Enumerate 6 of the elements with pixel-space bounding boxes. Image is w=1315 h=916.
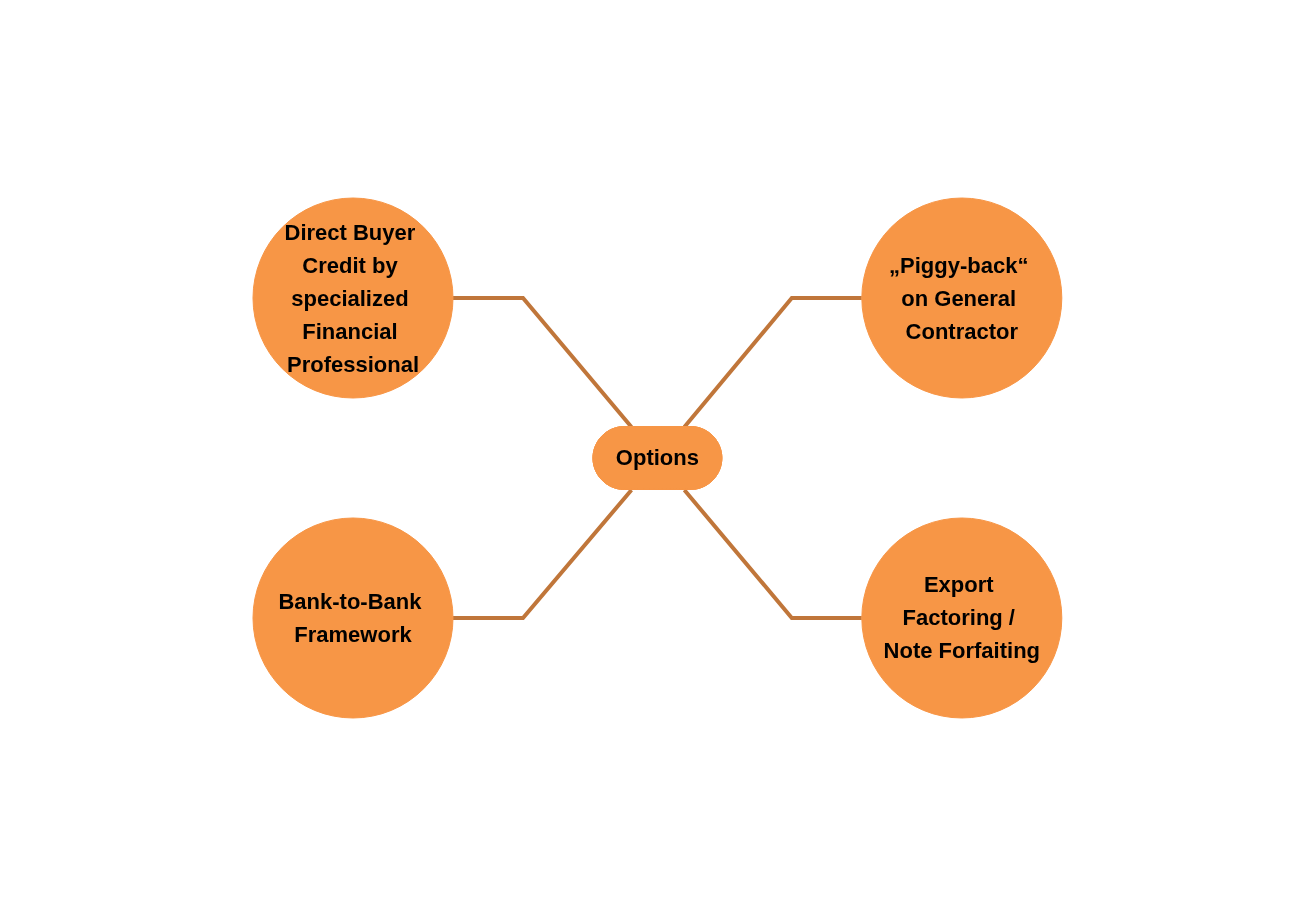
node-circle: Export Factoring / Note Forfaiting [861, 517, 1063, 719]
connector [682, 488, 862, 620]
node-circle: Bank-to-Bank Framework [252, 517, 454, 719]
node-circle: Direct Buyer Credit by specialized Financial Professional [252, 197, 454, 399]
connector [453, 488, 634, 620]
node-circle: „Piggy-back“ on General Contractor [861, 197, 1063, 399]
